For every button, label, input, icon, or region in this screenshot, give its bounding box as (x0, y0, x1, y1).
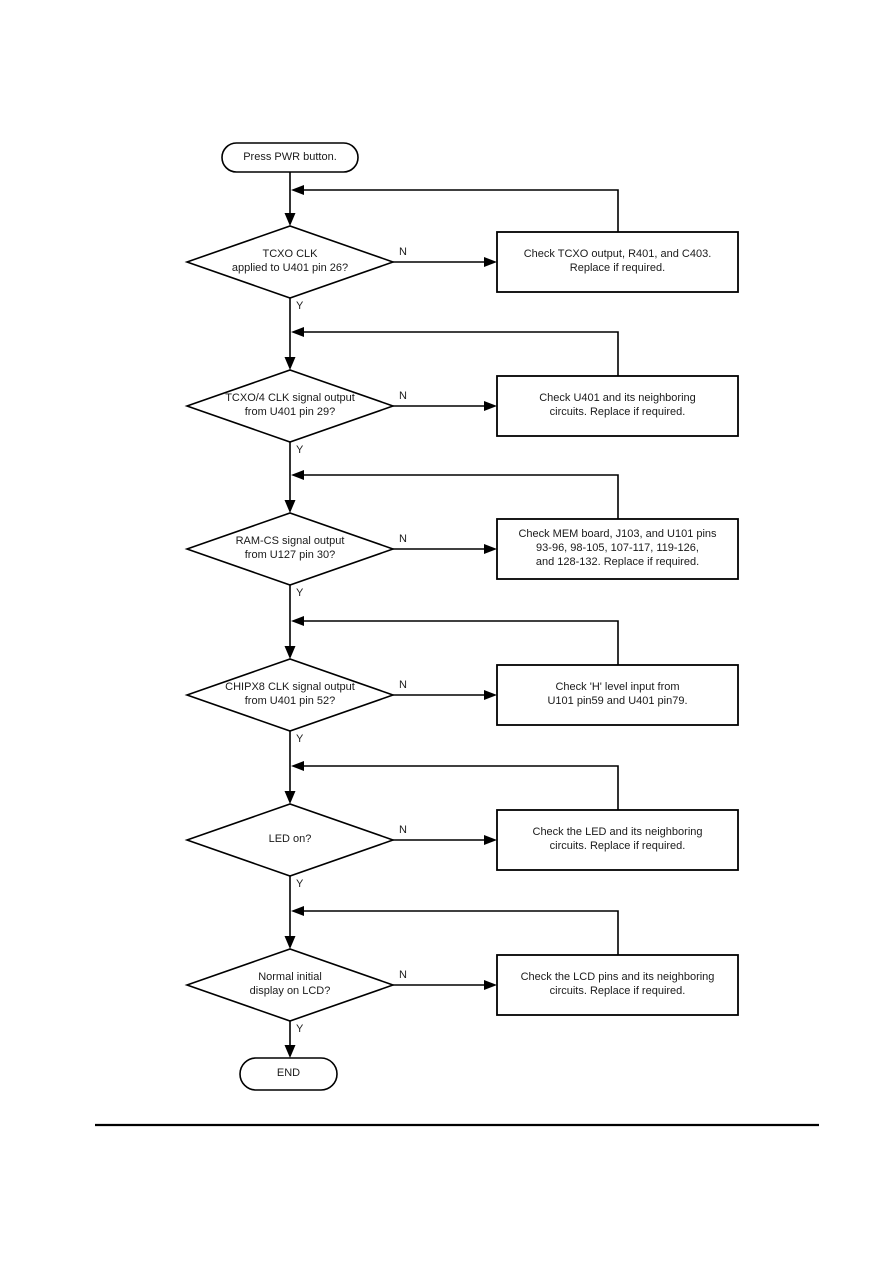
end-node-shape (239, 1057, 338, 1091)
feedback-loop-4 (291, 616, 619, 665)
action-label-6: Check the LCD pins and its neighboring c… (520, 971, 715, 997)
no-branch-arrow-2 (393, 401, 497, 411)
yes-label-4: Y (296, 733, 304, 745)
no-label-3: N (399, 533, 407, 545)
no-label-1: N (399, 246, 407, 258)
yes-label-3: Y (296, 587, 304, 599)
yes-label-2: Y (296, 444, 304, 456)
action-label-1: Check TCXO output, R401, and C403. Repla… (523, 248, 712, 274)
no-label-4: N (399, 679, 407, 691)
action-label-5: Check the LED and its neighboring circui… (532, 826, 703, 852)
action-label-4: Check 'H' level input from U101 pin59 an… (547, 681, 688, 707)
no-branch-arrow-3 (393, 544, 497, 554)
start-label: Press PWR button. (243, 150, 337, 163)
yes-label-6: Y (296, 1023, 304, 1035)
no-label-6: N (399, 969, 407, 981)
end-label: END (276, 1067, 301, 1080)
action-label-3: Check MEM board, J103, and U101 pins 93-… (518, 528, 717, 568)
no-branch-arrow-6 (393, 980, 497, 990)
decision-label-2: TCXO/4 CLK signal output from U401 pin 2… (225, 392, 355, 418)
decision-label-6: Normal initial display on LCD? (249, 971, 331, 997)
decision-label-1: TCXO CLK applied to U401 pin 26? (231, 248, 349, 274)
main-flow-line (284, 172, 296, 1058)
no-label-5: N (399, 824, 407, 836)
feedback-loop-6 (291, 906, 619, 955)
decision-label-4: CHIPX8 CLK signal output from U401 pin 5… (225, 681, 355, 707)
no-label-2: N (399, 390, 407, 402)
yes-label-5: Y (296, 878, 304, 890)
feedback-loop-1 (291, 185, 619, 232)
no-branch-arrow-1 (393, 257, 497, 267)
no-branch-arrow-5 (393, 835, 497, 845)
feedback-loop-3 (291, 470, 619, 519)
feedback-loop-5 (291, 761, 619, 810)
decision-label-5: LED on? (268, 833, 312, 846)
decision-label-3: RAM-CS signal output from U127 pin 30? (235, 535, 345, 561)
feedback-loop-2 (291, 327, 619, 376)
no-branch-arrow-4 (393, 690, 497, 700)
yes-label-1: Y (296, 300, 304, 312)
action-label-2: Check U401 and its neighboring circuits.… (539, 392, 696, 418)
